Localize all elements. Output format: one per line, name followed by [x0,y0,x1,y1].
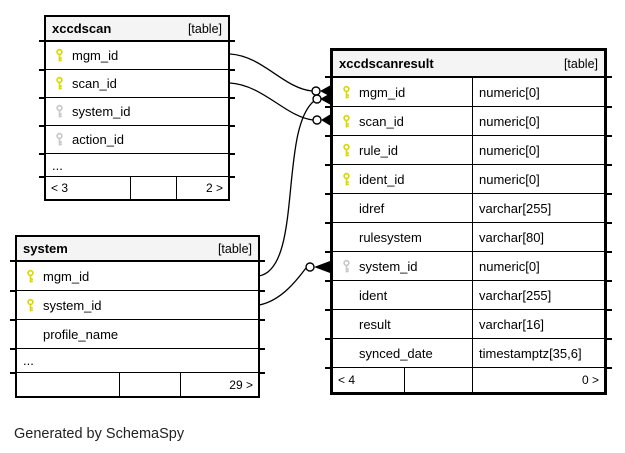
zero-or-one-dot [312,94,322,104]
column-row-action_id: action_id [39,126,235,155]
crowfoot-arrow [320,93,330,105]
primary-key-icon [333,85,359,100]
column-type: varchar[255] [472,194,604,222]
column-type: numeric[0] [472,136,604,164]
column-type: numeric[0] [472,107,604,135]
primary-key-icon [333,114,359,129]
column-row-rulesystem: rulesystem varchar[80] [325,223,612,253]
primary-key-icon [333,172,359,187]
index-key-icon [333,259,359,274]
table-header-xccdscan[interactable]: xccdscan [table] [39,17,235,42]
zero-or-one-dot [312,115,322,125]
footer-in-count: < 4 [338,373,356,387]
table-xccdscanresult: xccdscanresult [table] mgm_id numeric[0]… [325,48,612,395]
column-type: varchar[16] [472,310,604,338]
column-name: profile_name [43,326,119,342]
column-row-ident: ident varchar[255] [325,281,612,311]
column-row-mgm_id: mgm_id numeric[0] [325,78,612,108]
primary-key-icon [46,48,72,63]
ellipsis-row: ... [39,154,235,178]
column-name: action_id [72,132,125,147]
column-name: mgm_id [359,84,406,100]
footer-out-count: 2 > [176,177,228,199]
table-badge: [table] [563,56,598,71]
column-row-system_id: system_id [39,98,235,127]
column-name: scan_id [359,113,404,129]
primary-key-icon [17,269,43,284]
edge-xccdscan-mgm_id-to-xccdscanresult-mgm_id [229,53,313,92]
table-badge: [table] [217,241,252,256]
table-badge: [table] [187,21,222,36]
column-row-rule_id: rule_id numeric[0] [325,136,612,166]
column-row-synced_date: synced_date timestamptz[35,6] [325,339,612,369]
footer-out-count: 0 > [472,368,604,392]
zero-or-one-dot [305,262,315,272]
column-name: rule_id [359,142,399,158]
edge-system-system_id-to-xccdscanresult-system_id [258,267,307,306]
column-name: rulesystem [359,229,422,245]
table-system: system [table] mgm_id system_id profile_… [10,235,265,398]
column-name: idref [359,200,385,216]
footer-in-count [17,373,119,396]
column-row-system_id: system_id [10,291,265,321]
column-name: system_id [72,104,131,119]
column-name: system_id [359,258,418,274]
column-type: varchar[255] [472,281,604,309]
table-name: system [23,241,68,256]
table-header-xccdscanresult[interactable]: xccdscanresult [table] [325,51,612,78]
primary-key-icon [17,298,43,313]
column-row-mgm_id: mgm_id [10,262,265,292]
column-name: scan_id [72,76,117,91]
column-name: mgm_id [72,48,119,63]
table-footer: 29 > [17,373,258,396]
column-type: varchar[80] [472,223,604,251]
zero-or-one-dot [311,86,321,96]
crowfoot-arrow [321,114,330,126]
edge-system-mgm_id-to-xccdscanresult-mgm_id [258,100,315,277]
table-name: xccdscanresult [339,56,434,71]
table-xccdscan: xccdscan [table] mgm_id scan_id system_i… [39,15,235,201]
table-footer: < 3 2 > [46,177,228,199]
column-row-result: result varchar[16] [325,310,612,340]
footer-middle [130,177,176,199]
footer-out-count: 29 > [180,373,258,396]
crowfoot-arrow [314,261,330,273]
ellipsis-row: ... [10,349,265,374]
column-name: ident_id [359,171,405,187]
crowfoot-arrow [320,85,330,97]
column-row-ident_id: ident_id numeric[0] [325,165,612,195]
column-row-scan_id: scan_id [39,70,235,99]
footer-in-count: < 3 [51,181,69,195]
column-row-system_id: system_id numeric[0] [325,252,612,282]
primary-key-icon [46,76,72,91]
footer-middle [404,368,472,392]
index-key-icon [46,104,72,119]
table-name: xccdscan [52,21,112,36]
column-row-profile_name: profile_name [10,320,265,350]
column-row-idref: idref varchar[255] [325,194,612,224]
footer-middle [119,373,180,396]
column-name: mgm_id [43,268,90,284]
table-footer: < 4 0 > [333,368,604,392]
column-name: synced_date [359,345,433,361]
column-name: system_id [43,297,102,313]
column-type: numeric[0] [472,78,604,106]
column-name: ident [359,287,388,303]
column-type: numeric[0] [472,252,604,280]
column-type: timestamptz[35,6] [472,339,604,367]
column-row-scan_id: scan_id numeric[0] [325,107,612,137]
column-row-mgm_id: mgm_id [39,42,235,71]
column-name: result [359,316,391,332]
index-key-icon [46,132,72,147]
primary-key-icon [333,143,359,158]
edge-xccdscan-scan_id-to-xccdscanresult-scan_id [229,82,314,121]
column-type: numeric[0] [472,165,604,193]
table-header-system[interactable]: system [table] [10,237,265,262]
generator-note: Generated by SchemaSpy [14,426,185,442]
